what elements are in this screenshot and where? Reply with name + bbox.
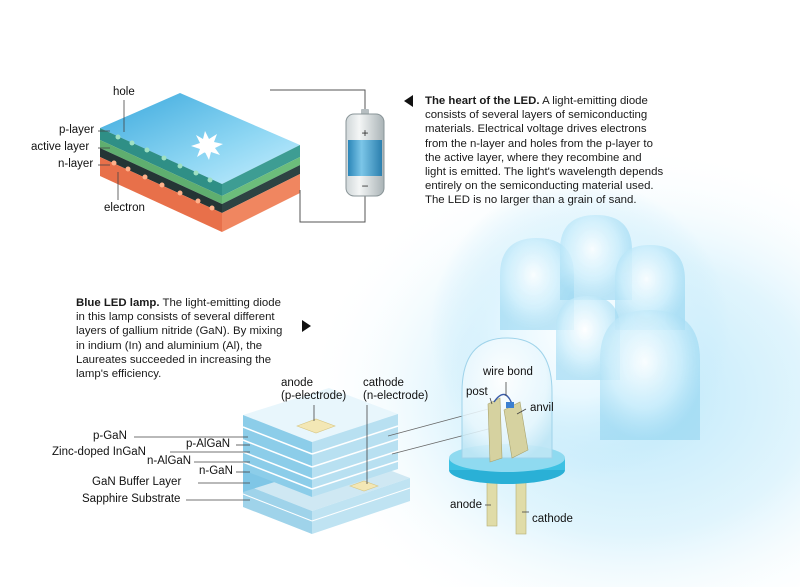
anode-line2: (p-electrode) <box>281 390 347 402</box>
led-chip-layers <box>242 388 411 534</box>
battery-minus: − <box>361 179 368 193</box>
blue-body: The light-emitting diode in this lamp co… <box>76 297 283 381</box>
label-sapphire-substrate: Sapphire Substrate <box>82 493 181 505</box>
background-led-lamps <box>500 215 700 440</box>
light-burst <box>191 131 223 160</box>
label-p-algan: p-AlGaN <box>186 438 231 450</box>
heart-title: The heart of the LED. <box>425 95 540 107</box>
blue-led-lamp-text: Blue LED lamp. The light-emitting diode … <box>76 296 288 381</box>
blue-title: Blue LED lamp. <box>76 297 160 309</box>
label-p-layer: p-layer <box>59 124 95 136</box>
label-hole: hole <box>113 86 135 98</box>
battery-plus: + <box>361 126 368 140</box>
label-electron: electron <box>104 202 145 214</box>
label-n-algan: n-AlGaN <box>147 455 192 467</box>
label-p-gan: p-GaN <box>93 430 127 442</box>
battery-wires <box>270 89 366 223</box>
label-anode-electrode: anode (p-electrode) <box>281 377 346 403</box>
blue-text-pointer <box>302 320 311 332</box>
label-active-layer: active layer <box>31 141 90 153</box>
top-leader-lines <box>98 100 125 200</box>
label-cathode-electrode: cathode (n-electrode) <box>363 377 428 403</box>
label-zinc-ingan: Zinc-doped InGaN <box>52 446 146 458</box>
cathode-line1: cathode <box>363 377 404 389</box>
label-n-layer: n-layer <box>58 158 94 170</box>
heart-of-led-text: The heart of the LED. A light-emitting d… <box>425 94 665 208</box>
semiconductor-block <box>100 93 300 232</box>
heart-body: A light-emitting diode consists of sever… <box>425 95 664 207</box>
heart-text-pointer <box>404 95 413 107</box>
label-post: post <box>466 386 488 398</box>
label-buffer-layer: GaN Buffer Layer <box>92 476 182 488</box>
lamp-leader-lines <box>485 382 529 513</box>
label-n-gan: n-GaN <box>199 465 233 477</box>
battery-icon <box>345 109 385 197</box>
cathode-line2: (n-electrode) <box>363 390 429 402</box>
led-lamp <box>449 337 565 535</box>
label-wire-bond: wire bond <box>483 366 533 378</box>
chip-leader-lines <box>134 405 368 501</box>
anode-line1: anode <box>281 377 313 389</box>
label-lamp-cathode: cathode <box>532 513 573 525</box>
label-lamp-anode: anode <box>450 499 482 511</box>
label-anvil: anvil <box>530 402 554 414</box>
